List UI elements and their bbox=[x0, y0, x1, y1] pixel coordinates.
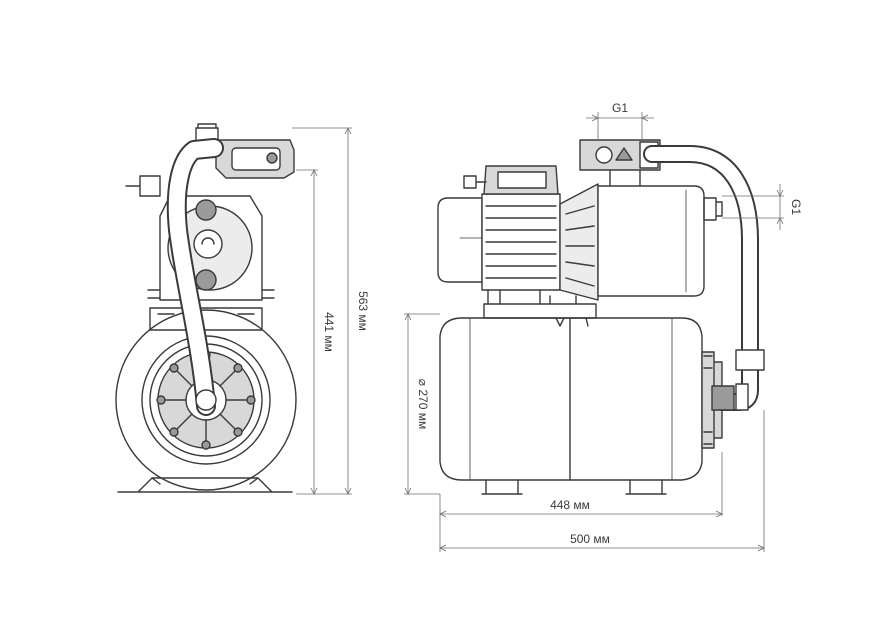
label-total-length: 500 мм bbox=[570, 532, 610, 546]
front-tank-outer bbox=[115, 309, 297, 491]
front-view bbox=[115, 123, 297, 493]
dimension-labels: 563 мм 441 мм ⌀ 270 мм 448 мм 500 мм G1 … bbox=[322, 101, 803, 546]
side-fan-cover bbox=[437, 197, 483, 283]
side-view bbox=[437, 139, 765, 495]
side-motor-feet bbox=[487, 289, 541, 305]
front-logo-disc bbox=[193, 229, 223, 259]
side-foot-right bbox=[625, 479, 667, 495]
label-inlet-thread: G1 bbox=[612, 101, 628, 115]
side-hose-ferrule bbox=[735, 349, 765, 411]
front-drain-plug-bottom bbox=[195, 269, 217, 291]
front-inlet-stub bbox=[125, 175, 161, 197]
dimension-lines bbox=[292, 112, 784, 552]
front-base-plate bbox=[117, 477, 293, 493]
side-bracket bbox=[483, 295, 597, 319]
side-motor-fins bbox=[485, 205, 557, 279]
side-pump-housing bbox=[597, 185, 705, 297]
label-total-height: 563 мм bbox=[356, 291, 370, 331]
front-mount-plate bbox=[149, 307, 263, 331]
side-foot-left bbox=[481, 479, 523, 495]
side-adapter bbox=[559, 183, 599, 301]
front-lugs bbox=[147, 289, 275, 299]
front-drain-plug-top bbox=[195, 199, 217, 221]
side-outlet-nipple bbox=[703, 197, 723, 221]
front-hose-end bbox=[195, 389, 217, 411]
label-outlet-thread: G1 bbox=[789, 199, 803, 215]
label-pump-height: 441 мм bbox=[322, 312, 336, 352]
label-tank-diameter: ⌀ 270 мм bbox=[416, 379, 430, 429]
side-tank-body bbox=[439, 317, 703, 481]
label-tank-length: 448 мм bbox=[550, 498, 590, 512]
